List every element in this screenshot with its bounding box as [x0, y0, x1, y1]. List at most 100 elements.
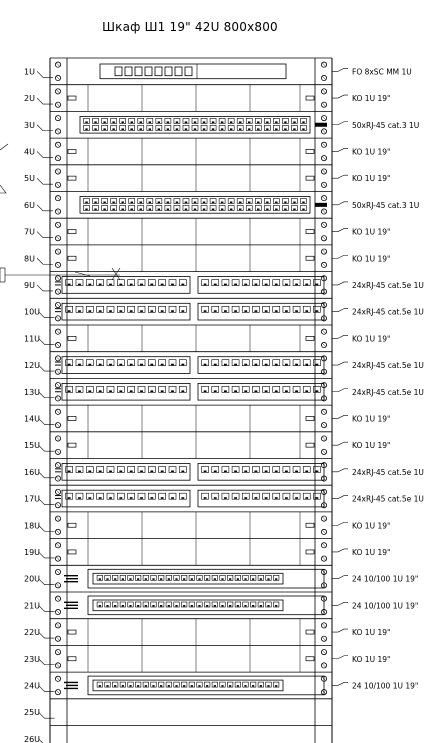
rj45-port — [313, 279, 321, 286]
unit-leader — [38, 338, 55, 345]
mount-screw — [320, 195, 327, 202]
mount-screw — [320, 115, 327, 122]
rj45-port — [117, 279, 125, 286]
mount-screw — [55, 328, 62, 335]
organizer-slot — [67, 175, 77, 181]
mount-screw — [55, 342, 62, 349]
rj45-port — [252, 359, 260, 367]
vendor-logo — [64, 601, 78, 610]
mount-screw — [320, 555, 327, 562]
rj45-port — [273, 681, 280, 688]
unit-description: KO 1U 19" — [352, 174, 390, 183]
unit-leader — [36, 151, 53, 158]
rj45-port — [231, 386, 240, 393]
rj45-port — [221, 279, 230, 286]
mount-screw — [55, 422, 62, 429]
rj45-port — [75, 305, 84, 313]
rj45-port — [313, 359, 321, 367]
patch-panel-half — [197, 356, 325, 374]
unit-label-leader — [332, 361, 348, 366]
unit-label-leader — [332, 228, 348, 232]
unit-description: KO 1U 19" — [352, 334, 390, 343]
rack-unit-14U — [50, 404, 332, 432]
unit-number: 4U — [24, 147, 35, 156]
unit-number: 14U — [24, 414, 40, 423]
rack-units — [50, 57, 332, 726]
rj45-port — [211, 466, 220, 473]
rj45-port — [96, 359, 104, 367]
organizer-slot — [305, 336, 315, 341]
rj45-port — [188, 681, 195, 688]
rj45-port — [65, 305, 73, 313]
rj45-port — [158, 359, 166, 367]
rj45-port — [204, 681, 211, 688]
mount-screw — [55, 101, 62, 108]
rj45-port — [264, 118, 271, 124]
patch-panel-half — [61, 489, 191, 508]
rj45-port — [155, 205, 163, 211]
mount-screw — [55, 649, 62, 656]
rj45-port — [221, 359, 230, 367]
mount-screw — [55, 368, 62, 375]
rj45-port — [75, 359, 84, 367]
rj45-port — [264, 205, 271, 211]
rj45-port — [146, 205, 154, 211]
unit-label-leader — [332, 655, 348, 660]
rj45-port — [234, 574, 241, 581]
mount-screw — [55, 141, 62, 148]
rj45-port — [83, 205, 90, 211]
unit-description: KO 1U 19" — [352, 414, 390, 423]
rj45-port — [173, 118, 181, 124]
organizer-slot — [67, 149, 77, 154]
rj45-port — [313, 305, 321, 313]
rj45-port — [252, 492, 260, 500]
rj45-port — [173, 205, 181, 211]
rj45-port — [292, 305, 301, 313]
unit-leader — [38, 711, 55, 719]
organizer-slot — [305, 255, 315, 261]
rj45-port — [291, 198, 298, 204]
rj45-port — [219, 601, 226, 608]
rj45-port — [302, 386, 311, 393]
rj45-port — [282, 205, 289, 211]
rj45-port — [241, 359, 250, 367]
rj45-port — [262, 359, 270, 367]
unit-description: KO 1U 19" — [352, 254, 390, 263]
unit-leader — [38, 738, 44, 743]
rack-unit-11U — [50, 324, 332, 352]
panel-label-plate — [315, 122, 327, 127]
rj45-port — [137, 386, 146, 393]
rj45-port — [245, 125, 253, 131]
mount-screw — [320, 75, 327, 82]
rack-title: Шкаф Ш1 19" 42U 800x800 — [102, 20, 278, 34]
unit-description: 24 10/100 1U 19" — [352, 601, 418, 610]
rj45-port — [168, 359, 177, 367]
rj45-port — [112, 574, 119, 581]
rj45-port — [127, 466, 135, 473]
rj45-port — [173, 198, 181, 204]
rj45-port — [191, 118, 199, 124]
mount-screw — [320, 155, 327, 162]
rj45-port — [254, 198, 262, 204]
rj45-port — [148, 305, 156, 313]
rj45-port — [65, 466, 73, 473]
rj45-port — [101, 198, 108, 204]
rj45-port — [127, 574, 134, 581]
rj45-port — [302, 279, 311, 286]
rj45-port — [127, 279, 135, 286]
rj45-port — [252, 466, 260, 473]
unit-leader — [36, 97, 53, 105]
rj45-port — [262, 279, 270, 286]
rj45-port — [302, 492, 311, 500]
rj45-port — [137, 305, 146, 313]
rj45-port — [262, 466, 270, 473]
fo-panel — [99, 63, 287, 80]
unit-description: KO 1U 19" — [352, 521, 390, 530]
rack-unit-24U — [50, 671, 332, 696]
rj45-port — [201, 466, 209, 473]
rj45-port — [119, 125, 126, 131]
patch-panel-half — [197, 489, 325, 508]
rack-unit-19U — [50, 538, 332, 566]
rj45-port — [142, 681, 149, 688]
rj45-port — [137, 359, 146, 367]
